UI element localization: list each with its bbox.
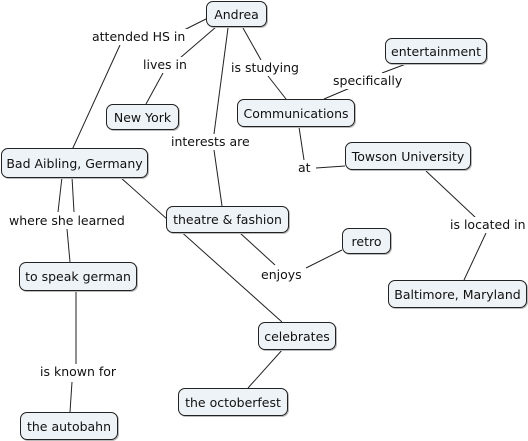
node-towson-university[interactable]: Towson University (345, 142, 471, 170)
line-communications-at (298, 126, 305, 161)
node-the-autobahn[interactable]: the autobahn (20, 412, 118, 440)
line-badaibling-celebrates (119, 176, 283, 323)
line-enjoys-retro (305, 249, 343, 269)
node-celebrates[interactable]: celebrates (258, 322, 336, 350)
node-theatre-fashion[interactable]: theatre & fashion (166, 206, 289, 233)
node-bad-aibling-germany[interactable]: Bad Aibling, Germany (1, 148, 148, 178)
line-towson-located (425, 170, 477, 219)
line-livesin-newyork (145, 72, 164, 105)
label-is-studying: is studying (230, 60, 300, 76)
line-knownfor-autobahn (69, 381, 73, 413)
line-badaibling-learned (57, 176, 63, 213)
node-entertainment[interactable]: entertainment (385, 38, 487, 64)
label-specifically: specifically (332, 73, 404, 89)
line-theatre-enjoys (239, 232, 276, 266)
line-andrea-interests (213, 27, 229, 135)
label-interests-are: interests are (170, 134, 250, 150)
line-communications-specifically (323, 87, 351, 100)
line-attended-badaibling (71, 44, 121, 151)
line-andrea-livesin (179, 26, 217, 59)
node-new-york[interactable]: New York (106, 104, 179, 130)
line-specifically-entertainment (381, 63, 407, 74)
node-the-octoberfest[interactable]: the octoberfest (178, 388, 288, 416)
node-to-speak-german[interactable]: to speak german (19, 262, 137, 291)
node-retro[interactable]: retro (342, 228, 391, 254)
label-attended-hs-in: attended HS in (91, 29, 187, 45)
node-andrea[interactable]: Andrea (206, 1, 267, 27)
node-baltimore-maryland[interactable]: Baltimore, Maryland (388, 280, 527, 308)
line-learned-speakgerman (66, 228, 71, 263)
line-at-towson (315, 165, 346, 169)
label-enjoys: enjoys (260, 267, 303, 283)
node-communications[interactable]: Communications (237, 99, 355, 127)
label-lives-in: lives in (142, 57, 188, 73)
line-celebrates-octoberfest (247, 348, 284, 389)
line-studying-communications (267, 75, 287, 100)
label-is-known-for: is known for (39, 364, 119, 380)
line-located-baltimore (463, 232, 487, 281)
label-at: at (297, 160, 312, 176)
line-badaibling-learned-2 (71, 176, 75, 213)
label-where-she-learned: where she learned (8, 213, 124, 229)
line-andrea-studying (242, 27, 262, 61)
label-is-located-in: is located in (449, 217, 528, 233)
line-interests-theatre (213, 149, 223, 207)
